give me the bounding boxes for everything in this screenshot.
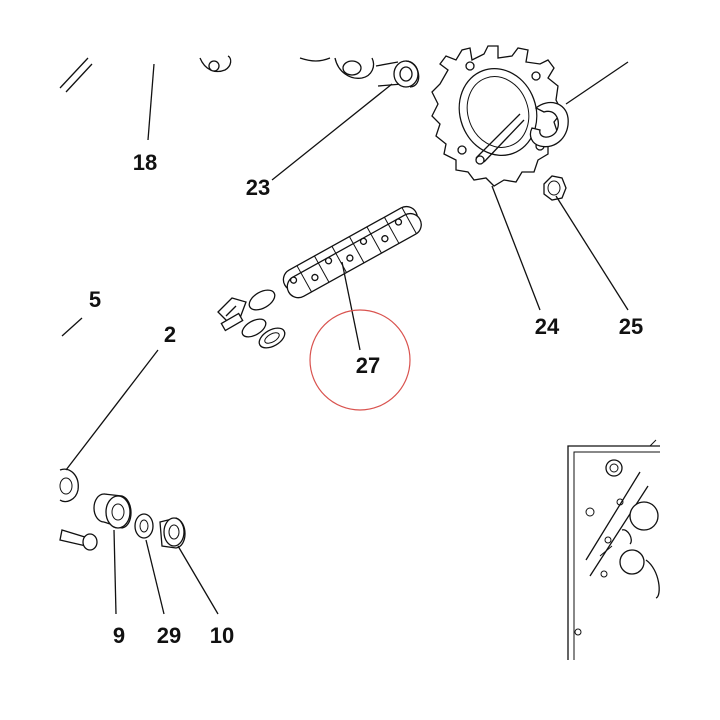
washer-part-29 (134, 513, 154, 539)
leader-27 (341, 261, 361, 351)
spacer-part-23 (375, 60, 420, 88)
leader-25 (555, 195, 629, 311)
circlip-part (529, 101, 569, 148)
callout-label-25: 25 (618, 314, 644, 339)
leader-circlip (565, 61, 629, 105)
callout-label-10: 10 (209, 623, 235, 648)
callout-label-27: 27 (355, 353, 381, 378)
inset-panel (567, 439, 660, 660)
callout-label-2: 2 (163, 322, 177, 347)
hub-part-top (199, 55, 375, 79)
callout-label-29: 29 (156, 623, 182, 648)
leader-10 (177, 545, 219, 615)
callout-label-24: 24 (534, 314, 560, 339)
master-link-parts (217, 289, 286, 349)
leader-23 (271, 83, 393, 181)
nut-part-25 (543, 175, 567, 201)
callout-label-5: 5 (88, 287, 102, 312)
highlight-circle (309, 309, 411, 411)
bearing-part-9 (93, 493, 132, 529)
leader-2 (65, 349, 159, 471)
leader-29 (145, 539, 165, 615)
bolt-part (59, 529, 98, 551)
callout-label-23: 23 (245, 175, 271, 200)
frame-edge (59, 57, 93, 93)
drive-chain-part-27 (282, 205, 422, 299)
callout-label-18: 18 (132, 150, 158, 175)
leader-9 (113, 529, 117, 615)
sprocket-part-24 (431, 45, 563, 187)
leader-lines (61, 61, 629, 615)
leader-18 (147, 63, 155, 141)
hub-part-2 (59, 468, 79, 503)
leader-24 (491, 185, 541, 311)
callout-label-9: 9 (112, 623, 126, 648)
spacer-part-10 (159, 517, 186, 549)
leader-5 (61, 317, 83, 337)
